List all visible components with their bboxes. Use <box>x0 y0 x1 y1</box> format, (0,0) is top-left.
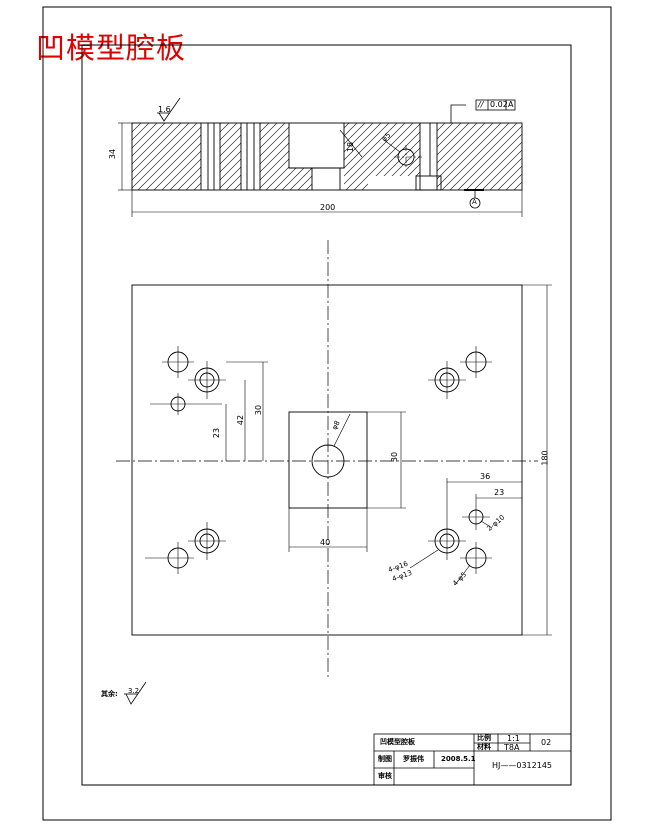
title-block-date: 2008.5.1 <box>441 755 476 763</box>
title-block-drawn-label: 制图 <box>378 755 392 763</box>
title-block-material-label: 材料 <box>477 743 491 751</box>
dim-cavity-height: 30 <box>390 451 400 463</box>
dim-width: 180 <box>540 450 550 466</box>
tolerance-value: 0.02 <box>490 100 508 109</box>
dim-h-42: 42 <box>236 414 246 426</box>
dim-thickness: 34 <box>108 148 118 160</box>
roughness-note-value: 3.2 <box>128 687 140 695</box>
title-block-drawer-name: 罗振伟 <box>403 755 424 763</box>
inner-frame <box>81 44 572 786</box>
title-block-review-label: 审核 <box>378 772 392 780</box>
dim-pocket-depth: 18 <box>346 141 356 153</box>
tolerance-datum: A <box>508 100 514 109</box>
roughness-note-label: 其余: <box>101 690 118 698</box>
title-block-material-value: T8A <box>504 743 520 752</box>
dim-h-23: 23 <box>212 427 222 439</box>
title-block-name: 凹模型腔板 <box>380 738 415 746</box>
dim-cavity-width: 40 <box>320 538 331 547</box>
surface-finish-label: 1.6 <box>158 105 171 114</box>
dim-h-30: 30 <box>254 404 264 416</box>
title-block-sheet: 02 <box>541 738 552 747</box>
dim-length: 200 <box>320 203 336 212</box>
plan-view <box>116 240 552 678</box>
dim-right-36: 36 <box>480 472 491 481</box>
title-block-grid <box>373 733 572 786</box>
dim-right-23: 23 <box>494 488 505 497</box>
tolerance-symbol: // <box>478 100 484 109</box>
title-block-ratio-label: 比例 <box>477 734 491 742</box>
section-view <box>118 97 523 217</box>
roughness-symbol <box>124 681 147 705</box>
title-block-ratio-value: 1:1 <box>507 734 520 743</box>
datum-marker-label: A <box>472 198 477 206</box>
title-block-drawing-number: HJ——0312145 <box>492 761 553 770</box>
outer-frame <box>42 6 612 821</box>
page-title: 凹模型腔板 <box>36 31 187 65</box>
